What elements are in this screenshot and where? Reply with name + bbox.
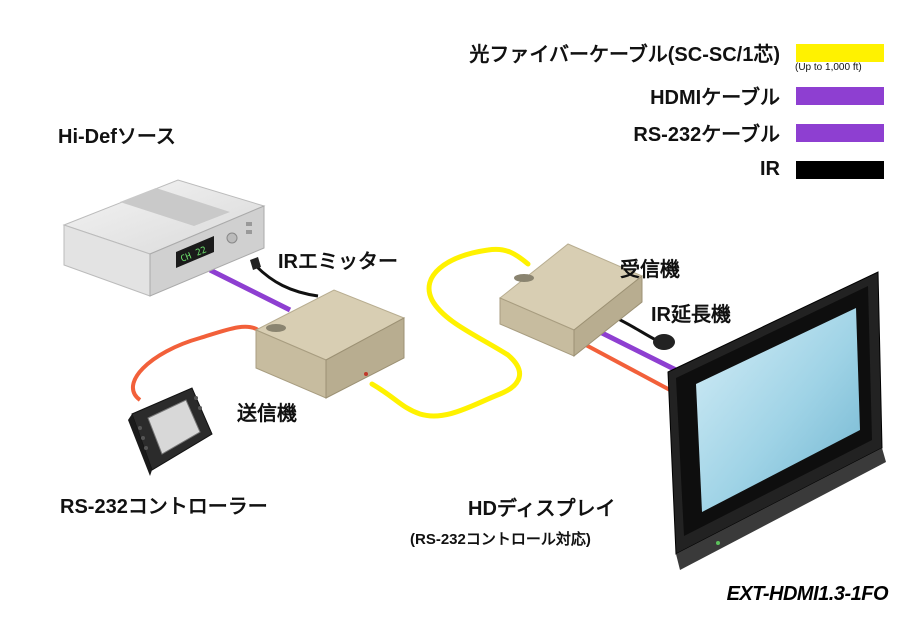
legend-swatch-ir xyxy=(796,160,884,179)
receiver-box xyxy=(499,243,643,358)
rs232-cable-controller xyxy=(131,324,260,402)
label-rs232-controller: RS-232コントローラー xyxy=(60,496,268,518)
legend-row-ir: IR xyxy=(760,158,884,181)
ir-emitter-cable xyxy=(254,264,319,298)
label-transmitter: 送信機 xyxy=(237,403,297,425)
legend-swatch-rs232 xyxy=(796,123,884,142)
hdmi-cable-display xyxy=(598,329,678,373)
ir-extender-eye xyxy=(653,334,675,350)
legend-note-fiber: (Up to 1,000 ft) xyxy=(795,62,862,73)
hdmi-cable-source xyxy=(208,267,292,313)
hidef-source-device: CH 22 xyxy=(62,179,266,297)
rs232-controller-device xyxy=(128,387,213,476)
legend-label-rs232: RS-232ケーブル xyxy=(633,124,780,146)
legend-swatch-hdmi xyxy=(796,86,884,105)
label-display: HDディスプレイ xyxy=(468,498,616,520)
label-source: Hi-Defソース xyxy=(58,126,176,148)
label-ir-extender: IR延長機 xyxy=(651,304,731,326)
legend-row-fiber: 光ファイバーケーブル(SC-SC/1芯) xyxy=(469,38,884,67)
rs232-cable-display xyxy=(583,342,671,392)
legend-row-hdmi: HDMIケーブル xyxy=(650,81,884,110)
legend-label-fiber: 光ファイバーケーブル(SC-SC/1芯) xyxy=(469,44,780,66)
legend-label-ir: IR xyxy=(760,158,780,180)
label-receiver: 受信機 xyxy=(620,259,680,281)
ir-emitter-head xyxy=(250,257,261,270)
legend-row-rs232: RS-232ケーブル xyxy=(633,118,884,147)
label-display-sub: (RS-232コントロール対応) xyxy=(410,531,591,548)
legend-swatch-fiber xyxy=(796,43,884,62)
model-number: EXT-HDMI1.3-1FO xyxy=(726,583,889,605)
label-ir-emitter: IRエミッター xyxy=(278,251,398,273)
fiber-cable xyxy=(369,246,531,419)
transmitter-box xyxy=(254,289,406,399)
hd-display-device xyxy=(667,271,886,570)
legend-label-hdmi: HDMIケーブル xyxy=(650,87,780,109)
